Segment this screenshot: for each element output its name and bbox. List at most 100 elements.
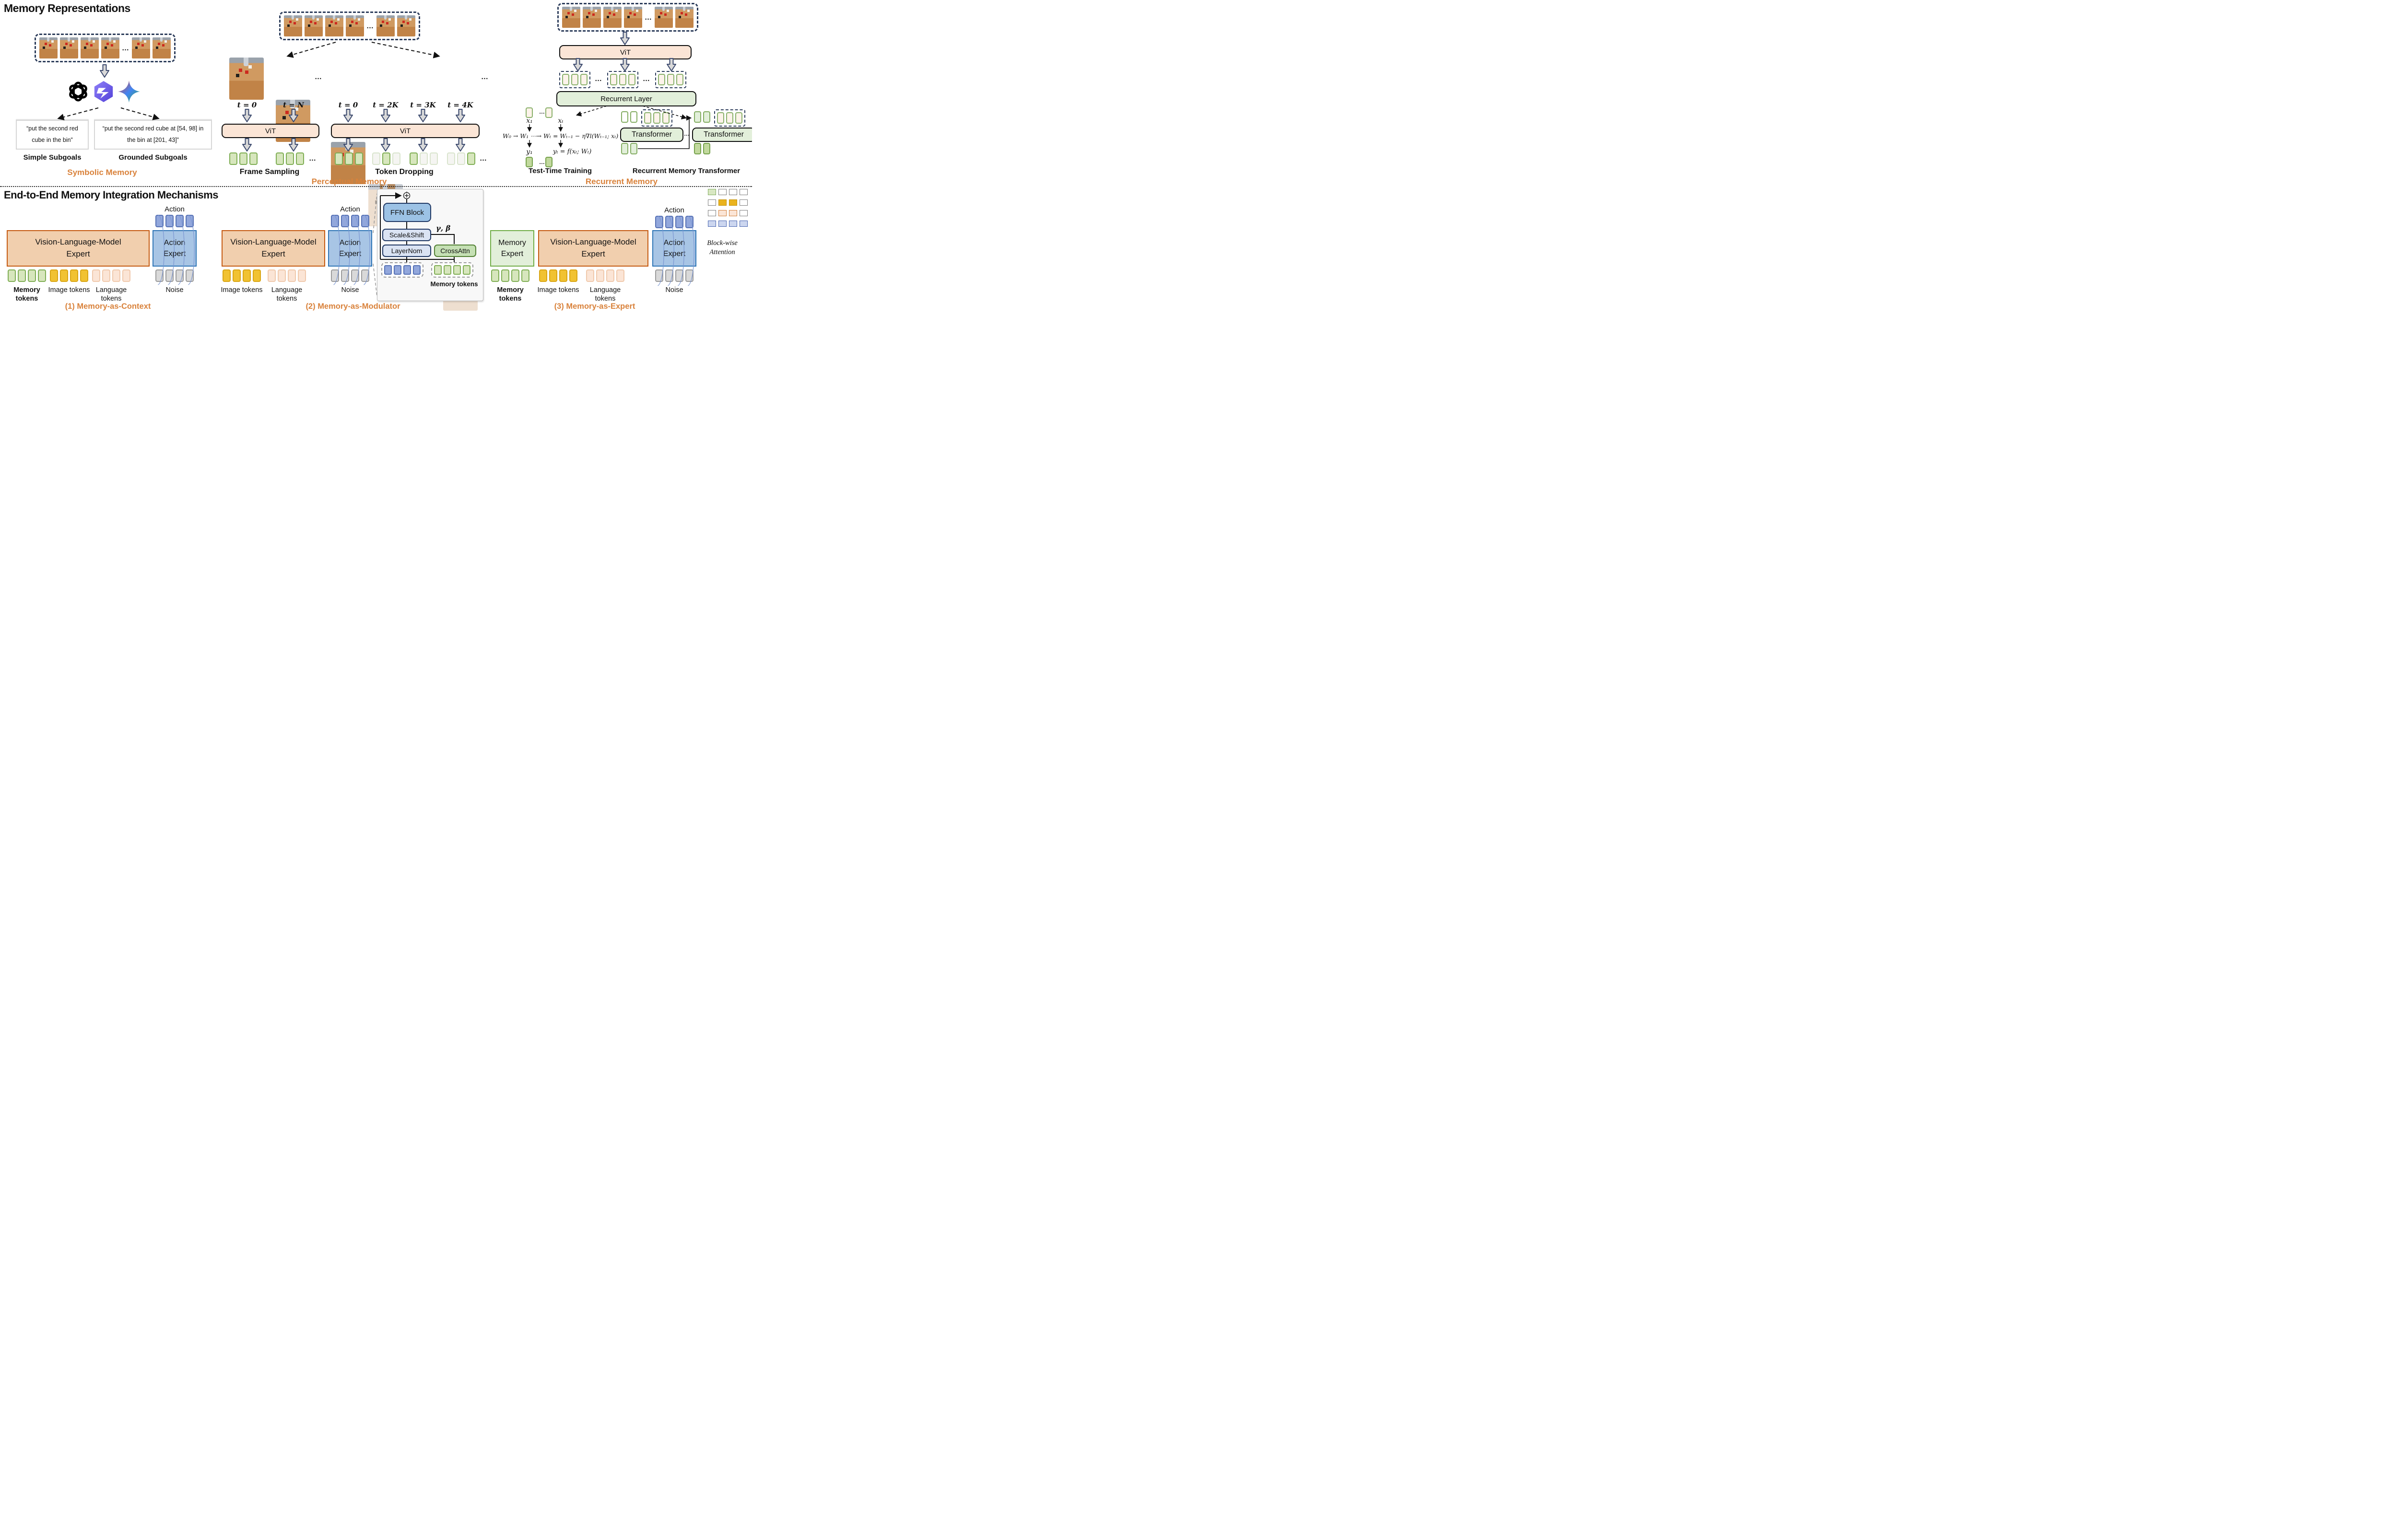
down-arrow-icon bbox=[343, 138, 353, 152]
token bbox=[653, 112, 660, 124]
vlm-expert-label: Vision-Language-Model Expert bbox=[550, 237, 636, 258]
vit-box-frame-sampling: ViT bbox=[222, 124, 319, 138]
noise-token bbox=[341, 269, 349, 282]
noise-token bbox=[655, 269, 663, 282]
token bbox=[694, 143, 701, 154]
gemini-logo-icon bbox=[118, 81, 140, 103]
action-token bbox=[413, 265, 421, 275]
action-token bbox=[384, 265, 392, 275]
token bbox=[628, 74, 635, 85]
token-dropped bbox=[392, 152, 400, 165]
down-arrow-icon bbox=[418, 109, 428, 122]
ellipsis: … bbox=[480, 154, 487, 163]
noise-token bbox=[155, 269, 164, 282]
vit-label: ViT bbox=[400, 127, 411, 135]
language-tokens-label: Language tokens bbox=[589, 286, 621, 303]
token-dropped bbox=[447, 152, 455, 165]
down-arrow-icon bbox=[667, 58, 676, 71]
language-token bbox=[606, 269, 614, 282]
token bbox=[276, 152, 284, 165]
image-tokens-row bbox=[50, 269, 88, 282]
test-time-training-label: Test-Time Training bbox=[529, 167, 592, 175]
legend-cell bbox=[708, 210, 716, 216]
token bbox=[296, 152, 304, 165]
robot-frame bbox=[60, 37, 78, 58]
legend-cell bbox=[740, 221, 748, 227]
memory-tokens-label: Memory tokens bbox=[13, 286, 40, 303]
vit-label: ViT bbox=[620, 48, 631, 57]
action-tokens-row bbox=[331, 215, 369, 227]
token bbox=[630, 143, 637, 154]
recurrent-frame-strip: … bbox=[557, 3, 698, 32]
popup-memory-tokens-label: Memory tokens bbox=[430, 280, 478, 288]
memory-token bbox=[501, 269, 509, 282]
noise-token bbox=[176, 269, 184, 282]
token-group bbox=[276, 152, 304, 165]
memory-token bbox=[38, 269, 46, 282]
language-tokens-label: Language tokens bbox=[271, 286, 303, 303]
t3k-label: t = 3K bbox=[410, 101, 436, 109]
image-token bbox=[50, 269, 58, 282]
rmt-right-bottom-tokens bbox=[694, 143, 710, 154]
robot-frame bbox=[397, 15, 415, 36]
token bbox=[619, 74, 626, 85]
language-token bbox=[616, 269, 624, 282]
action-token bbox=[176, 215, 184, 227]
robot-frame bbox=[101, 37, 119, 58]
rmt-left-top-tokens bbox=[621, 111, 637, 123]
token bbox=[562, 74, 569, 85]
language-token bbox=[112, 269, 120, 282]
image-tokens-row bbox=[223, 269, 261, 282]
action-tokens-row bbox=[155, 215, 194, 227]
down-arrow-icon bbox=[289, 109, 298, 122]
ttt-y-tokens bbox=[526, 157, 552, 167]
action-label: Action bbox=[340, 205, 360, 213]
noise-token bbox=[361, 269, 369, 282]
ttt-x1-label: x₁ bbox=[526, 117, 533, 125]
robot-frame bbox=[624, 7, 642, 28]
token bbox=[580, 74, 588, 85]
token-dropped bbox=[372, 152, 380, 165]
crossattn-block: CrossAttn bbox=[434, 245, 476, 257]
token bbox=[382, 152, 390, 165]
token bbox=[345, 152, 353, 165]
rmt-right-memory-cache bbox=[714, 109, 745, 127]
token bbox=[239, 152, 247, 165]
language-token bbox=[298, 269, 306, 282]
legend-cell bbox=[729, 210, 737, 216]
robot-frame-t0 bbox=[229, 58, 264, 100]
transformer-box: Transformer bbox=[692, 128, 752, 142]
noise-token bbox=[685, 269, 694, 282]
robot-frame bbox=[655, 7, 673, 28]
image-token bbox=[60, 269, 68, 282]
noise-token bbox=[675, 269, 683, 282]
image-tokens-label: Image tokens bbox=[537, 286, 579, 294]
grounded-subgoals-label: Grounded Subgoals bbox=[118, 153, 188, 162]
language-token bbox=[102, 269, 110, 282]
ellipsis: … bbox=[539, 159, 545, 165]
legend-cell bbox=[708, 199, 716, 206]
language-token bbox=[586, 269, 594, 282]
popup-memory-tokens bbox=[431, 262, 473, 278]
symbolic-frame-strip: … bbox=[35, 34, 176, 62]
blockwise-attention-legend bbox=[708, 189, 748, 227]
blockwise-attention-label: Block-wise Attention bbox=[707, 239, 738, 256]
memory-token bbox=[491, 269, 499, 282]
layernorm-block: LayerNom bbox=[382, 245, 431, 257]
action-token bbox=[403, 265, 411, 275]
language-token bbox=[122, 269, 130, 282]
token bbox=[467, 152, 475, 165]
crossattn-label: CrossAttn bbox=[440, 247, 470, 255]
t0-label: t = 0 bbox=[338, 101, 358, 109]
noise-label: Noise bbox=[665, 286, 683, 294]
legend-cell bbox=[740, 199, 748, 206]
scale-shift-label: Scale&Shift bbox=[389, 231, 424, 239]
token bbox=[662, 112, 670, 124]
legend-cell bbox=[708, 221, 716, 227]
language-token bbox=[92, 269, 100, 282]
robot-frame bbox=[153, 37, 171, 58]
action-token bbox=[351, 215, 359, 227]
memory-token bbox=[521, 269, 529, 282]
memory-token bbox=[434, 265, 442, 275]
robot-frame bbox=[325, 15, 343, 36]
